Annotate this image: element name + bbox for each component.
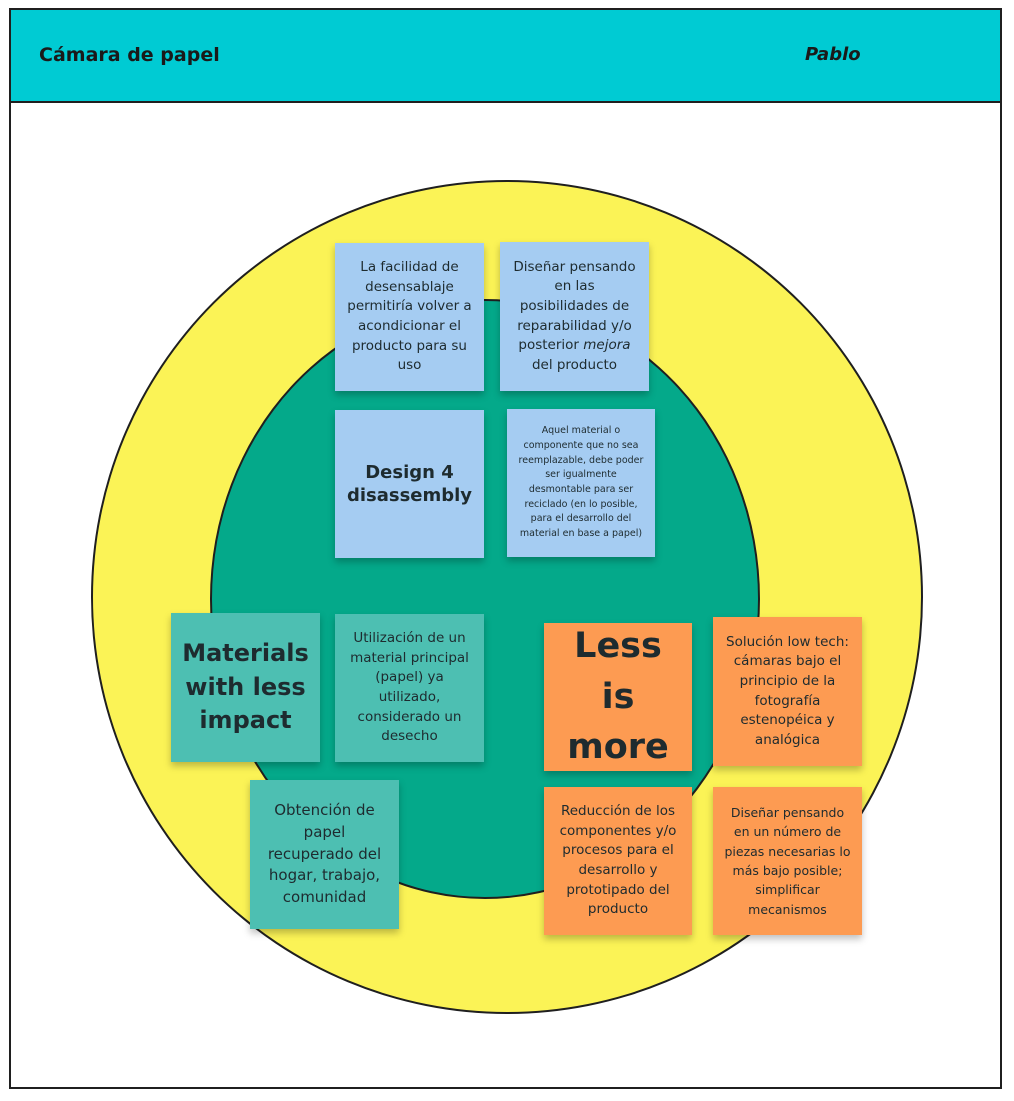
note-line: material en base a papel) [519,528,643,540]
board-title: Cámara de papel [39,44,220,66]
note-line: more [567,727,669,768]
note-line: considerado un [357,708,462,725]
note-line: utilizado, [378,689,441,705]
note-line: posterior mejora [513,336,635,356]
board-frame: Cámara de papel Pablo La facilidad de de… [9,8,1002,1089]
note-line: desensablaje [365,278,454,295]
note-line: posibilidades de [519,297,630,314]
note-line: papel [303,822,346,841]
note-line: producto [587,901,649,918]
note-line: reciclado (en lo posible, [524,498,638,510]
note-line: más bajo posible; [732,863,843,878]
note-line: Diseñar pensando [730,804,845,820]
note-line: para el desarrollo del [530,513,632,525]
sticky-note-obtencion[interactable]: Obtención de papel recuperado del hogar,… [250,780,399,929]
note-line: en un número de [733,824,842,840]
note-line: Reducción de los [560,803,676,820]
sticky-note-reparabilidad[interactable]: Diseñar pensando en las posibilidades de… [500,242,649,391]
note-line: (papel) ya [375,669,444,686]
note-line: uso [397,357,422,374]
note-line: Utilización de un [353,630,466,647]
note-line: Obtención de [274,801,375,820]
note-line: Less is [574,625,662,717]
note-line: componente que no sea [523,439,639,451]
note-line: analógica [754,731,821,748]
note-line: piezas necesarias lo [724,843,851,859]
note-line: desecho [381,728,438,745]
note-text: posterior [518,337,579,354]
note-line: with less [185,672,306,701]
note-line: ser igualmente [545,469,617,481]
note-line: desmontable para ser [528,484,634,495]
note-line: estenopéica y [740,712,835,729]
sticky-note-solucion-low-tech[interactable]: Solución low tech: cámaras bajo el princ… [713,617,862,766]
note-line: Materials [182,639,309,668]
sticky-note-desensamblaje[interactable]: La facilidad de desensablaje permitiría … [335,243,484,391]
sticky-note-design-4-disassembly[interactable]: Design 4 disassembly [335,410,484,558]
note-line: procesos para el [562,842,674,859]
note-line: La facilidad de [360,259,459,276]
note-line: cámaras bajo el [733,653,842,670]
note-line: Diseñar pensando [513,258,636,275]
note-line: permitiría volver a [347,298,472,315]
note-line: disassembly [346,485,473,506]
note-line: desarrollo y [578,862,658,878]
sticky-note-aquel-material[interactable]: Aquel material o componente que no sea r… [507,409,655,557]
note-line: producto para su [351,337,467,354]
sticky-note-reduccion[interactable]: Reducción de los componentes y/o proceso… [544,787,692,935]
note-line: impact [199,706,292,735]
note-line: material principal [350,649,469,666]
note-line: recuperado del [267,844,382,863]
note-line: Design 4 [365,461,454,483]
note-line: reemplazable, debe poder [518,454,644,466]
note-line: hogar, trabajo, [268,866,381,885]
board-header: Cámara de papel Pablo [11,10,1000,103]
note-line: comunidad [282,888,367,907]
sticky-note-materials-with-less-impact[interactable]: Materials with less impact [171,613,320,762]
note-line: en las [554,278,595,295]
note-line: acondicionar el [357,318,461,334]
note-line: simplificar [755,882,820,898]
note-line: del producto [531,356,618,373]
sticky-note-less-is-more[interactable]: Less is more [544,623,692,771]
note-line: componentes y/o [559,822,677,839]
note-line: mecanismos [748,901,827,917]
note-line: reparabilidad y/o [517,317,632,334]
note-line: prototipado del [566,881,670,898]
note-line: fotografía [754,692,821,709]
sticky-note-utilizacion[interactable]: Utilización de un material principal (pa… [335,614,484,762]
sticky-note-disenar-piezas[interactable]: Diseñar pensando en un número de piezas … [713,787,862,935]
author-name: Pablo [805,44,861,65]
note-emphasis: mejora [583,337,631,354]
note-line: principio de la [739,672,836,689]
note-line: Solución low tech: [726,633,849,650]
note-line: Aquel material o [541,425,621,437]
